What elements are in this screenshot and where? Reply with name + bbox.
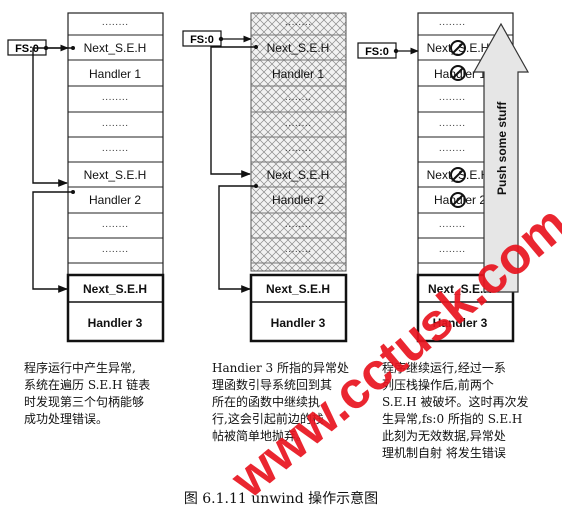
stack-slot-dots: ········ [285, 120, 312, 131]
description-line: 程序运行中产生异常, [24, 361, 136, 375]
next-seh-label: Next_S.E.H [267, 168, 330, 182]
stack-slot-dots: ········ [285, 145, 312, 156]
corrupted-marker-icon [450, 167, 466, 183]
description-line: 帖被简单地抛弃。 [212, 429, 309, 443]
stack-slot-dots: ········ [439, 94, 466, 105]
stack-slot-dots: ········ [439, 19, 466, 30]
description-line: S.E.H 被破坏。这时再次发 [382, 395, 529, 409]
stack-slot-dots: ········ [439, 246, 466, 257]
corrupted-marker-icon [450, 65, 466, 81]
stack-slot-dots: ········ [439, 221, 466, 232]
description-line: Handier 3 所指的异常处 [212, 361, 349, 375]
fs0-label: FS:0 [190, 34, 214, 46]
stack-panel-1: ········ Next_S.E.H Handler 1 ········ ·… [7, 12, 165, 343]
stack-slot-dots: ········ [439, 145, 466, 156]
push-arrow-icon [472, 22, 530, 293]
push-label: Push some stuff [495, 101, 509, 195]
handler-3-label: Handler 3 [433, 316, 488, 330]
handler-2-label: Handler 2 [89, 193, 141, 207]
stack-slot-dots: ········ [102, 120, 129, 131]
description-line: 成功处理错误。 [24, 412, 109, 426]
next-seh-3-label: Next_S.E.H [83, 282, 147, 296]
description-line: 所在的函数中继续执 [212, 395, 321, 409]
stack-slot-dots: ········ [102, 19, 129, 30]
description-line: 生异常,fs:0 所指的 S.E.H [382, 412, 523, 426]
seh-chain-arrow [210, 46, 256, 178]
corrupted-marker-icon [450, 192, 466, 208]
description-line: 此刻为无效数据,异常处 [382, 429, 506, 443]
fs0-label: FS:0 [15, 43, 39, 55]
next-seh-3-label: Next_S.E.H [428, 282, 492, 296]
description-line: 列压栈操作后,前两个 [382, 378, 494, 392]
next-seh-label: Next_S.E.H [267, 41, 330, 55]
stack-slot-dots: ········ [439, 120, 466, 131]
stack-slot-dots: ········ [102, 221, 129, 232]
stack-slot-dots: ········ [285, 94, 312, 105]
handler-3-label: Handler 3 [88, 316, 143, 330]
stack-slot-dots: ········ [285, 246, 312, 257]
stack-panel-3: ········ Next_S.E.H Handler 1 ········ ·… [357, 12, 530, 343]
description-line: 理机制自射 将发生错误 [382, 446, 506, 460]
next-seh-label: Next_S.E.H [84, 41, 147, 55]
handler-1-label: Handler 1 [434, 67, 486, 81]
stack-slot-dots: ········ [102, 246, 129, 257]
stack-slot-dots: ········ [285, 19, 312, 30]
handler-2-label: Handler 2 [434, 193, 486, 207]
handler-1-label: Handler 1 [89, 67, 141, 81]
figure-caption: 图 6.1.11 unwind 操作示意图 [183, 491, 379, 507]
stack-slot-dots: ········ [102, 94, 129, 105]
panel-1-description: 程序运行中产生异常, 系统在遍历 S.E.H 链表 时发现第三个句柄能够 成功处… [24, 360, 192, 428]
stack-frame [67, 12, 164, 342]
description-line: 时发现第三个句柄能够 [24, 395, 145, 409]
corrupted-marker-icon [450, 40, 466, 56]
stack-panel-2: ········ Next_S.E.H Handler 1 ········ ·… [182, 12, 348, 343]
description-line: 理函数引导系统回到其 [212, 378, 333, 392]
seh-chain-arrow [32, 47, 73, 187]
description-line: 程序继续运行,经过一系 [382, 361, 506, 375]
stack-slot-dots: ········ [102, 145, 129, 156]
fs0-label: FS:0 [365, 46, 389, 58]
discarded-stack-region [250, 12, 347, 272]
handler-3-label: Handler 3 [271, 316, 326, 330]
seh-chain-arrow [218, 185, 256, 293]
description-line: 系统在遍历 S.E.H 链表 [24, 378, 151, 392]
panel-3-description: 程序继续运行,经过一系 列压栈操作后,前两个 S.E.H 被破坏。这时再次发 生… [382, 360, 560, 462]
next-seh-label: Next_S.E.H [84, 168, 147, 182]
panel-2-description: Handier 3 所指的异常处 理函数引导系统回到其 所在的函数中继续执 行,… [212, 360, 382, 445]
handler-1-label: Handler 1 [272, 67, 324, 81]
next-seh-3-label: Next_S.E.H [266, 282, 330, 296]
description-line: 行,这会引起前边的栈 [212, 412, 324, 426]
stack-slot-dots: ········ [285, 221, 312, 232]
seh-chain-arrow [32, 191, 73, 293]
handler-2-label: Handler 2 [272, 193, 324, 207]
